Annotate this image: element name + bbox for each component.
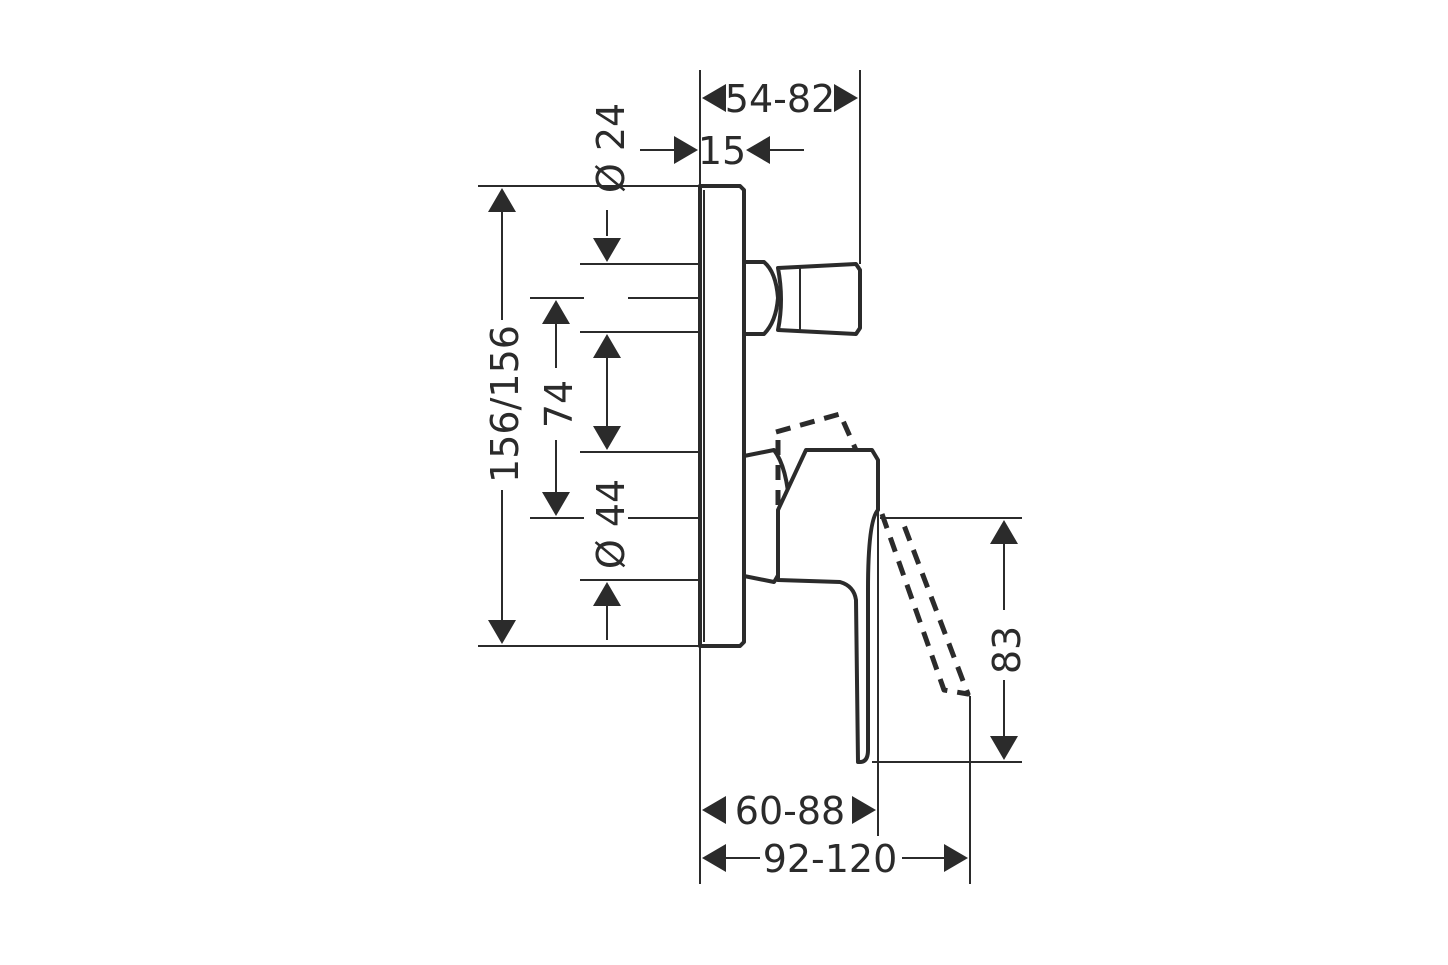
arrow-left [702,796,726,824]
lever-handle [776,448,880,764]
dim-diameter-24-label: Ø 24 [589,103,633,193]
extension-lines [478,70,1022,884]
dim-port-center-arrows [593,334,621,450]
arrow-down [990,736,1018,760]
arrow-down [593,426,621,450]
diverter-knob [776,262,862,336]
dim-83-label: 83 [985,626,1029,674]
arrow-right [852,796,876,824]
dim-60-88: 60-88 [702,789,876,833]
dim-156: 156/156 [483,188,527,644]
arrow-left [702,844,726,872]
dim-54-82-label: 54-82 [725,77,835,121]
dim-15: 15 [640,129,804,173]
dim-92-120: 92-120 [702,837,968,881]
arrow-down [488,620,516,644]
product-outline [698,184,971,764]
arrow-up [990,520,1018,544]
dim-60-88-label: 60-88 [735,789,845,833]
dim-83: 83 [985,520,1029,760]
dim-diameter-44-label: Ø 44 [589,479,633,569]
dim-74: 74 [537,300,581,516]
arrow-up [542,300,570,324]
arrow-right [944,844,968,872]
arrow-in-right [746,136,770,164]
cover-plate [698,184,746,648]
dim-diameter-24: Ø 24 [589,103,633,262]
dim-diameter-44: Ø 44 [589,479,633,640]
arrow-up [593,334,621,358]
dim-54-82: 54-82 [702,77,858,121]
arrow-in-left [674,136,698,164]
dim-92-120-label: 92-120 [763,837,898,881]
arrow-up [488,188,516,212]
lever-open-outline [775,411,859,452]
dim-15-label: 15 [698,129,746,173]
arrow-down [593,238,621,262]
dim-156-label: 156/156 [483,325,527,483]
lever-open-blade [879,513,971,697]
arrow-right [834,84,858,112]
diverter-neck [742,260,780,336]
arrow-down [542,492,570,516]
arrow-up [593,582,621,606]
dim-74-label: 74 [537,380,581,428]
arrow-left [702,84,726,112]
